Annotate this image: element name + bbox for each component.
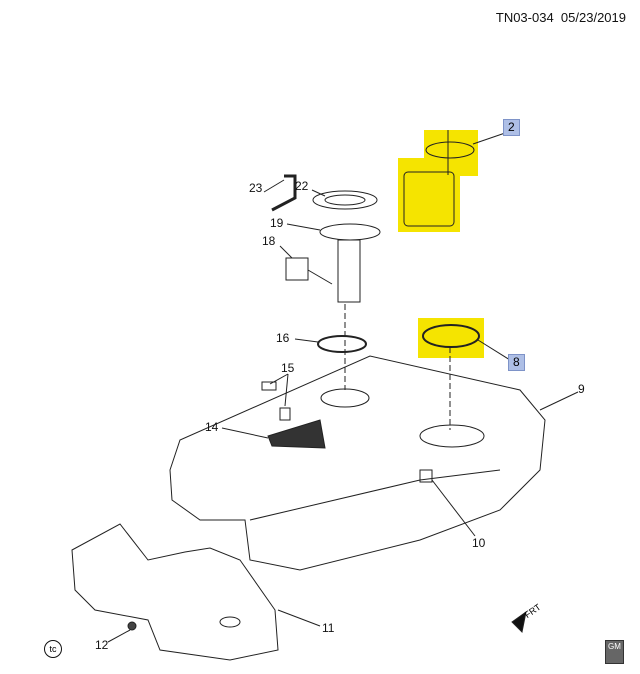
- part-15[interactable]: [261, 381, 277, 391]
- seal-part-16[interactable]: [317, 335, 367, 353]
- callout-19[interactable]: 19: [270, 216, 284, 230]
- fuel-pump-module-part-2[interactable]: [398, 130, 509, 232]
- tc-badge: tc: [44, 640, 62, 658]
- lock-ring-part-22[interactable]: [312, 190, 378, 210]
- seal-part-8[interactable]: [418, 318, 511, 361]
- pipe-part-23[interactable]: [271, 174, 297, 212]
- callout-22[interactable]: 22: [295, 179, 309, 193]
- callout-15[interactable]: 15: [281, 361, 295, 375]
- fuel-tank-part-9[interactable]: [169, 355, 546, 571]
- gm-logo: GM: [605, 640, 624, 664]
- strap-part-14[interactable]: [267, 419, 326, 449]
- part-18[interactable]: [285, 257, 309, 281]
- doc-date: 05/23/2019: [560, 10, 626, 25]
- part-10[interactable]: [419, 469, 433, 483]
- callout-16[interactable]: 16: [276, 331, 290, 345]
- sender-part-19[interactable]: [319, 223, 381, 241]
- front-arrow-icon: [511, 610, 527, 634]
- doc-id: TN03-034: [495, 10, 554, 25]
- shield-part-11[interactable]: [71, 523, 279, 661]
- callout-10[interactable]: 10: [472, 536, 486, 550]
- bolt-part-12[interactable]: [127, 621, 137, 631]
- callout-2[interactable]: 2: [503, 119, 520, 136]
- callout-14[interactable]: 14: [205, 420, 219, 434]
- callout-8[interactable]: 8: [508, 354, 525, 371]
- document-header: TN03-034 05/23/2019: [496, 10, 626, 25]
- callout-11[interactable]: 11: [322, 621, 335, 635]
- callout-18[interactable]: 18: [262, 234, 276, 248]
- callout-23[interactable]: 23: [249, 181, 263, 195]
- callout-9[interactable]: 9: [578, 382, 585, 396]
- callout-12[interactable]: 12: [95, 638, 109, 652]
